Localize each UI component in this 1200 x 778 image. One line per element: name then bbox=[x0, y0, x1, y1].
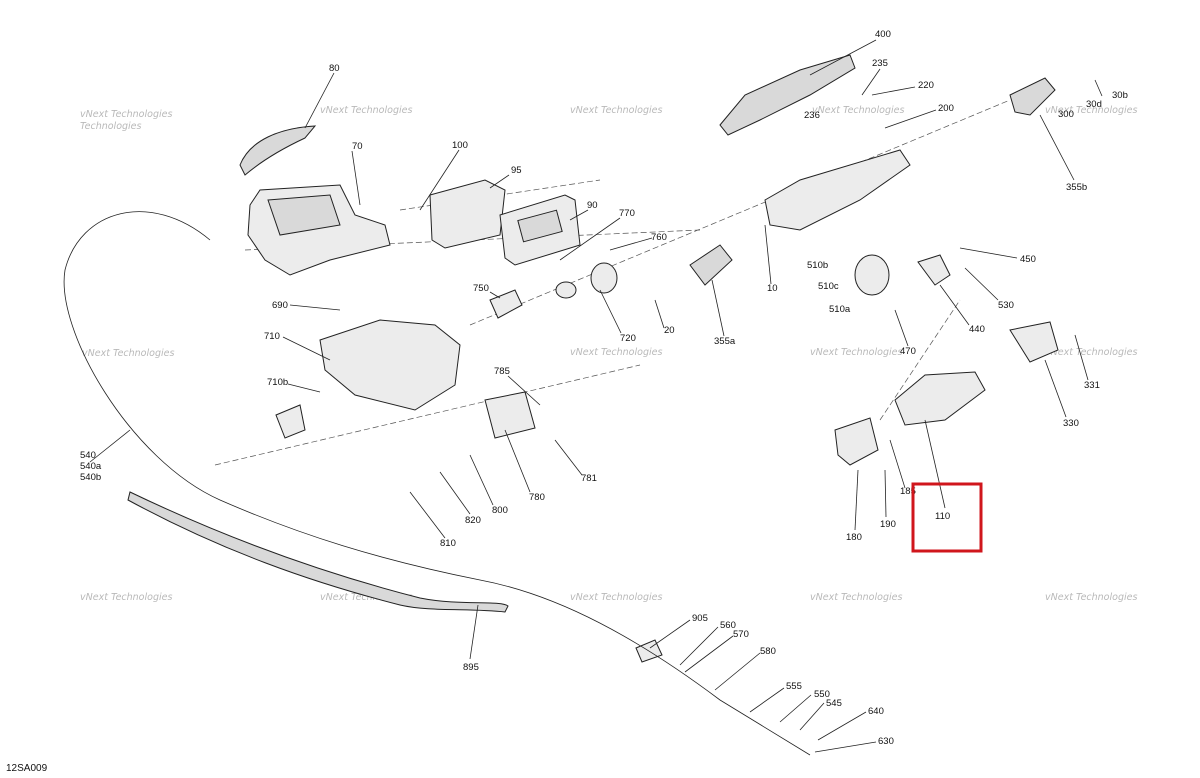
callout-710b: 710b bbox=[267, 377, 288, 388]
callout-810: 810 bbox=[440, 538, 456, 549]
callout-750: 750 bbox=[473, 283, 489, 294]
watermark: vNext Technologies bbox=[320, 105, 412, 116]
callout-20: 20 bbox=[664, 325, 675, 336]
callout-530: 530 bbox=[998, 300, 1014, 311]
callout-355a: 355a bbox=[714, 336, 736, 347]
callout-710: 710 bbox=[264, 331, 280, 342]
callout-190: 190 bbox=[880, 519, 896, 530]
switch-housing-part bbox=[917, 254, 951, 286]
switch-right-part bbox=[1009, 321, 1059, 363]
callout-820: 820 bbox=[465, 515, 481, 526]
console-part bbox=[319, 319, 461, 411]
callout-510c: 510c bbox=[818, 281, 839, 292]
steering-column-part bbox=[764, 149, 911, 231]
callout-440: 440 bbox=[969, 324, 985, 335]
watermark: vNext Technologies bbox=[80, 109, 172, 120]
callout-770: 770 bbox=[619, 208, 635, 219]
watermark: vNext Technologies bbox=[1045, 347, 1137, 358]
callout-895: 895 bbox=[463, 662, 479, 673]
callout-580: 580 bbox=[760, 646, 776, 657]
callout-400: 400 bbox=[875, 29, 891, 40]
top-cover-part bbox=[719, 54, 856, 136]
callout-630: 630 bbox=[878, 736, 894, 747]
callout-185: 185 bbox=[900, 486, 916, 497]
watermark: vNext Technologies bbox=[1045, 105, 1137, 116]
highlight-box-110 bbox=[911, 482, 983, 553]
diagram-code: 12SA009 bbox=[6, 763, 48, 774]
clamp-part bbox=[854, 254, 890, 296]
watermark: vNext Technologies bbox=[570, 592, 662, 603]
watermark: vNext Technologies bbox=[810, 592, 902, 603]
callout-570: 570 bbox=[733, 629, 749, 640]
callout-331: 331 bbox=[1084, 380, 1100, 391]
callout-510b: 510b bbox=[807, 260, 828, 271]
callout-30d: 30d bbox=[1086, 99, 1102, 110]
bracket-part bbox=[429, 179, 506, 249]
callout-540b: 540b bbox=[80, 472, 101, 483]
watermark: vNext Technologies bbox=[812, 105, 904, 116]
callout-545: 545 bbox=[826, 698, 842, 709]
watermark: vNext Technologies bbox=[320, 592, 412, 603]
callout-720: 720 bbox=[620, 333, 636, 344]
watermark: vNext Technologies bbox=[82, 348, 174, 359]
watermark: vNext Technologies bbox=[810, 347, 902, 358]
watermark: vNext Technologies bbox=[1045, 592, 1137, 603]
callout-236: 236 bbox=[804, 110, 820, 121]
cable-540 bbox=[63, 211, 811, 756]
callout-560: 560 bbox=[720, 620, 736, 631]
callout-95: 95 bbox=[511, 165, 522, 176]
watermarks: vNext Technologies Technologies vNext Te… bbox=[80, 105, 1137, 603]
watermark: Technologies bbox=[80, 121, 142, 132]
callout-760: 760 bbox=[651, 232, 667, 243]
grip-right-part bbox=[1009, 77, 1056, 116]
callout-330: 330 bbox=[1063, 418, 1079, 429]
callout-555: 555 bbox=[786, 681, 802, 692]
callout-90: 90 bbox=[587, 200, 598, 211]
module-part bbox=[484, 391, 536, 439]
callout-785: 785 bbox=[494, 366, 510, 377]
callout-300: 300 bbox=[1058, 109, 1074, 120]
callout-110: 110 bbox=[935, 511, 950, 522]
callout-640: 640 bbox=[868, 706, 884, 717]
callout-510a: 510a bbox=[829, 304, 851, 315]
callout-781: 781 bbox=[581, 473, 597, 484]
callout-180: 180 bbox=[846, 532, 862, 543]
callout-30b: 30b bbox=[1112, 90, 1128, 101]
callout-235: 235 bbox=[872, 58, 888, 69]
callout-800: 800 bbox=[492, 505, 508, 516]
callout-220: 220 bbox=[918, 80, 934, 91]
grip-left-part bbox=[689, 244, 733, 286]
callout-470: 470 bbox=[900, 346, 916, 357]
callouts: 80 70 100 95 90 770 760 750 720 20 355a … bbox=[80, 29, 1128, 747]
ring-part bbox=[590, 262, 618, 294]
visor-part bbox=[239, 125, 317, 176]
callout-450: 450 bbox=[1020, 254, 1036, 265]
leader-lines bbox=[89, 39, 1103, 753]
callout-200: 200 bbox=[938, 103, 954, 114]
callout-690: 690 bbox=[272, 300, 288, 311]
callout-10: 10 bbox=[767, 283, 778, 294]
knob-part bbox=[275, 404, 306, 439]
watermark: vNext Technologies bbox=[570, 105, 662, 116]
hose-895 bbox=[127, 491, 509, 613]
callout-355b: 355b bbox=[1066, 182, 1087, 193]
cover-part bbox=[894, 371, 986, 426]
callout-100: 100 bbox=[452, 140, 468, 151]
watermark: vNext Technologies bbox=[80, 592, 172, 603]
plug-part bbox=[489, 289, 523, 319]
callout-540a: 540a bbox=[80, 461, 102, 472]
callout-80: 80 bbox=[329, 63, 340, 74]
callout-780: 780 bbox=[529, 492, 545, 503]
watermark: vNext Technologies bbox=[570, 347, 662, 358]
switch-left-part bbox=[834, 417, 879, 466]
callout-70: 70 bbox=[352, 141, 363, 152]
callout-905: 905 bbox=[692, 613, 708, 624]
parts bbox=[63, 54, 1059, 756]
callout-550: 550 bbox=[814, 689, 830, 700]
callout-540: 540 bbox=[80, 450, 96, 461]
